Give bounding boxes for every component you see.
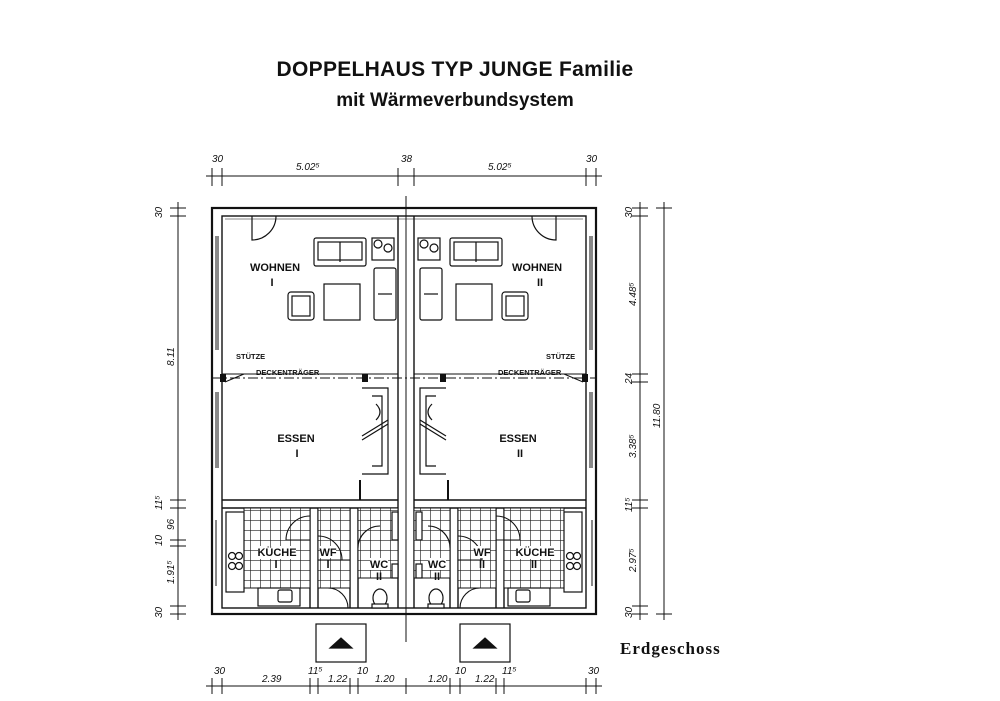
- room-kueche-1: KÜCHE: [257, 546, 296, 559]
- staircase-left: [359, 387, 389, 500]
- dim-right-6: 2.97⁵: [628, 548, 639, 573]
- floor-caption: Erdgeschoss: [620, 639, 721, 658]
- room-wf-2: WF: [473, 547, 490, 559]
- room-essen-1-num: I: [295, 448, 298, 460]
- dim-right-5: 11⁵: [624, 497, 635, 512]
- wall-windows: [215, 236, 593, 586]
- dim-top-2: 5.02⁵: [296, 162, 320, 173]
- room-kueche-1-num: I: [274, 559, 277, 571]
- entrance-right: [459, 623, 511, 663]
- dim-right-1: 30: [624, 206, 635, 218]
- label-stuetze-right: STÜTZE: [546, 352, 575, 361]
- dimension-left: [170, 202, 186, 620]
- label-deckentraeger-right: DECKENTRÄGER: [498, 368, 562, 377]
- dim-left-1: 30: [154, 206, 165, 218]
- living-doors: [251, 215, 557, 241]
- room-essen-2-num: II: [517, 448, 523, 460]
- ceiling-beam: [212, 373, 596, 383]
- living-furniture-right: [417, 237, 529, 321]
- room-essen-1: ESSEN: [277, 433, 314, 445]
- dim-bottom-9: 1.22: [475, 674, 495, 685]
- room-wohnen-1: WOHNEN: [250, 262, 300, 274]
- party-wall: [397, 196, 415, 642]
- room-kueche-2: KÜCHE: [515, 546, 554, 559]
- outer-walls: [210, 206, 598, 616]
- room-wohnen-2: WOHNEN: [512, 262, 562, 274]
- dim-right-3: 24: [624, 372, 635, 385]
- dim-bottom-1: 30: [214, 666, 226, 677]
- label-deckentraeger-left: DECKENTRÄGER: [256, 368, 320, 377]
- room-wf-1: WF: [319, 547, 336, 559]
- kitchen-right-fixtures: [507, 511, 583, 607]
- dim-bottom-6: 1.20: [375, 674, 395, 685]
- dim-right-total: 11.80: [652, 403, 663, 428]
- dim-left-7: 30: [154, 606, 165, 618]
- room-wf-2-num: II: [479, 559, 485, 571]
- plan-title: DOPPELHAUS TYP JUNGE Familie: [276, 58, 634, 81]
- dim-left-6: 1.91⁵: [166, 560, 177, 584]
- dim-left-2: 8.11: [166, 347, 177, 366]
- dim-bottom-8: 10: [455, 666, 467, 677]
- dim-right-4: 3.38⁵: [628, 434, 639, 458]
- wc-fixtures: [371, 511, 445, 609]
- dimension-right: [632, 202, 672, 620]
- label-stuetze-left: STÜTZE: [236, 352, 265, 361]
- room-wohnen-1-num: I: [270, 277, 273, 289]
- room-kueche-2-num: II: [531, 559, 537, 571]
- room-wf-1-num: I: [326, 559, 329, 571]
- living-furniture-left: [287, 237, 397, 321]
- dim-top-5: 30: [586, 154, 598, 165]
- room-wc-2-num: II: [434, 571, 440, 583]
- dim-bottom-10: 11⁵: [502, 666, 517, 677]
- dim-bottom-2: 2.39: [261, 674, 282, 685]
- dim-right-2: 4.48⁵: [628, 282, 639, 306]
- dim-bottom-3: 11⁵: [308, 666, 323, 677]
- dim-left-4: 96: [166, 518, 177, 530]
- dim-top-3: 38: [401, 154, 413, 165]
- support-columns: [220, 374, 588, 382]
- room-wc-1-num: II: [376, 571, 382, 583]
- dim-top-1: 30: [212, 154, 224, 165]
- room-wc-2: WC: [428, 559, 446, 571]
- plan-subtitle: mit Wärmeverbundsystem: [336, 90, 574, 111]
- room-essen-2: ESSEN: [499, 433, 536, 445]
- room-wohnen-2-num: II: [537, 277, 543, 289]
- dim-bottom-4: 1.22: [328, 674, 348, 685]
- dim-left-5: 10: [154, 534, 165, 546]
- dimension-top: [206, 168, 602, 186]
- dim-top-4: 5.02⁵: [488, 162, 512, 173]
- service-doors: [285, 515, 521, 609]
- dim-right-7: 30: [624, 606, 635, 618]
- dim-bottom-7: 1.20: [428, 674, 448, 685]
- staircase-right: [419, 387, 449, 500]
- kitchen-left-fixtures: [225, 511, 301, 607]
- room-wc-1: WC: [370, 559, 388, 571]
- dim-bottom-11: 30: [588, 666, 600, 677]
- dimension-bottom: [206, 678, 602, 694]
- dim-bottom-5: 10: [357, 666, 369, 677]
- entrance-left: [315, 623, 367, 663]
- dim-left-3: 11⁵: [154, 495, 165, 510]
